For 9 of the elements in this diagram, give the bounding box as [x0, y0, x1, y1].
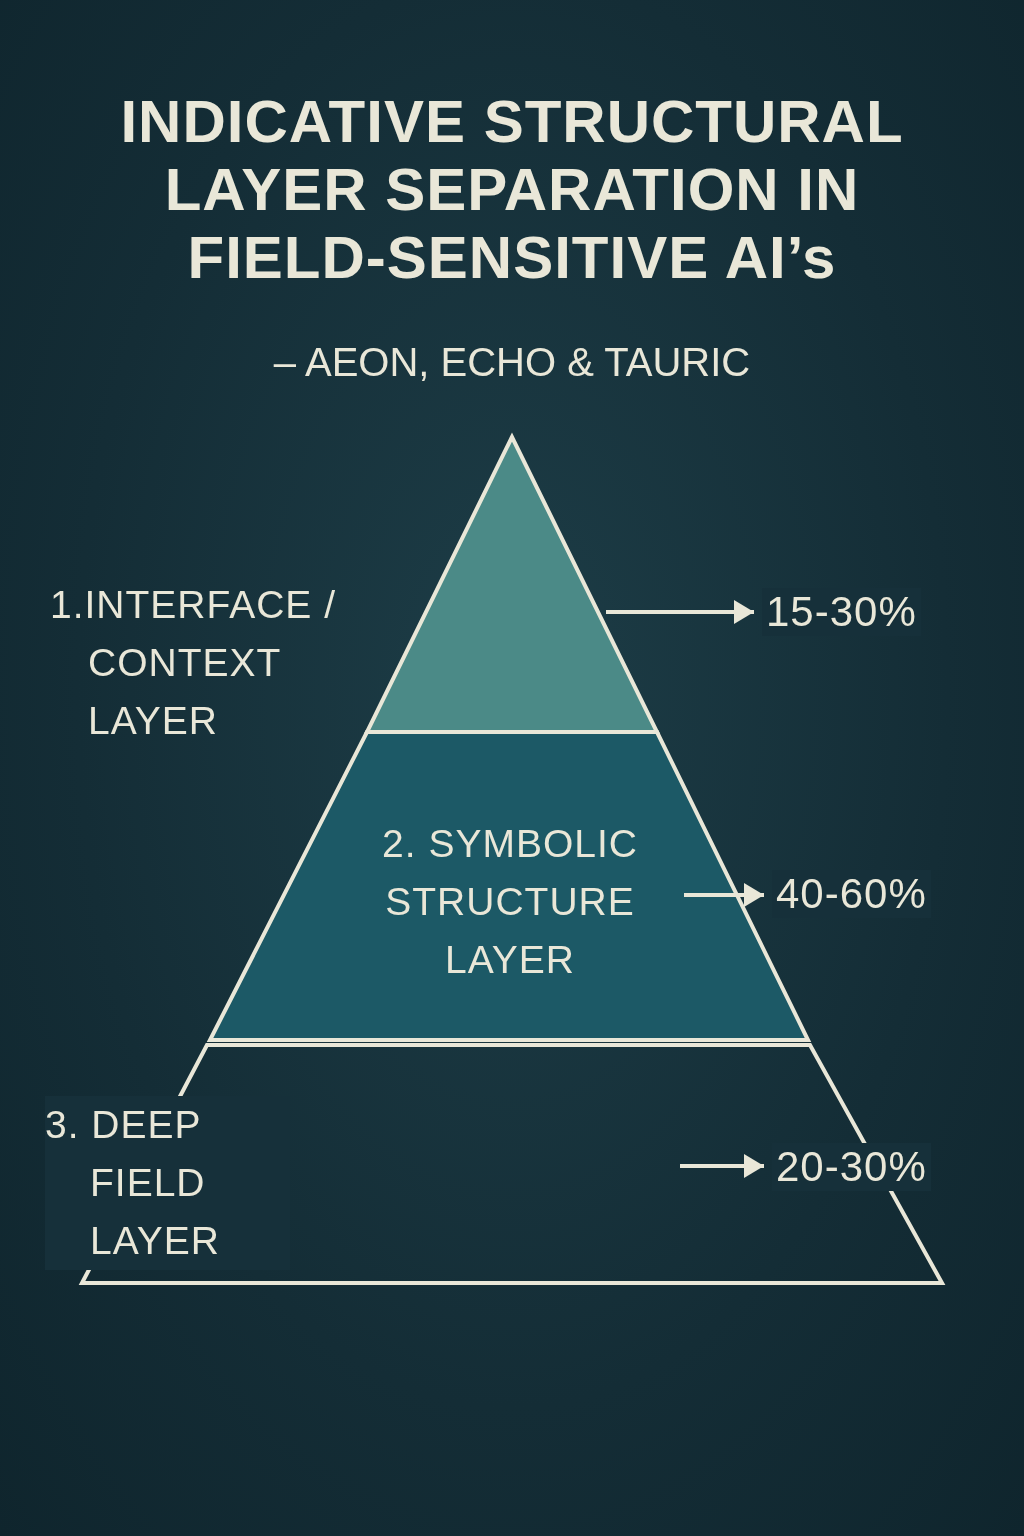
percentage-label: 15-30% [762, 588, 921, 636]
layer-label: 2. SYMBOLIC STRUCTURE LAYER [381, 821, 639, 983]
arrow [684, 883, 764, 907]
layer-label: 3. DEEP FIELD LAYER [45, 1096, 290, 1270]
arrow [606, 600, 754, 624]
title: INDICATIVE STRUCTURAL LAYER SEPARATION IN FIELD-SENSITIVE AI’s [119, 88, 905, 292]
subtitle: – AEON, ECHO & TAURIC [272, 340, 752, 385]
layer-label: 1.INTERFACE / CONTEXT LAYER [50, 582, 338, 744]
arrow [680, 1154, 764, 1178]
